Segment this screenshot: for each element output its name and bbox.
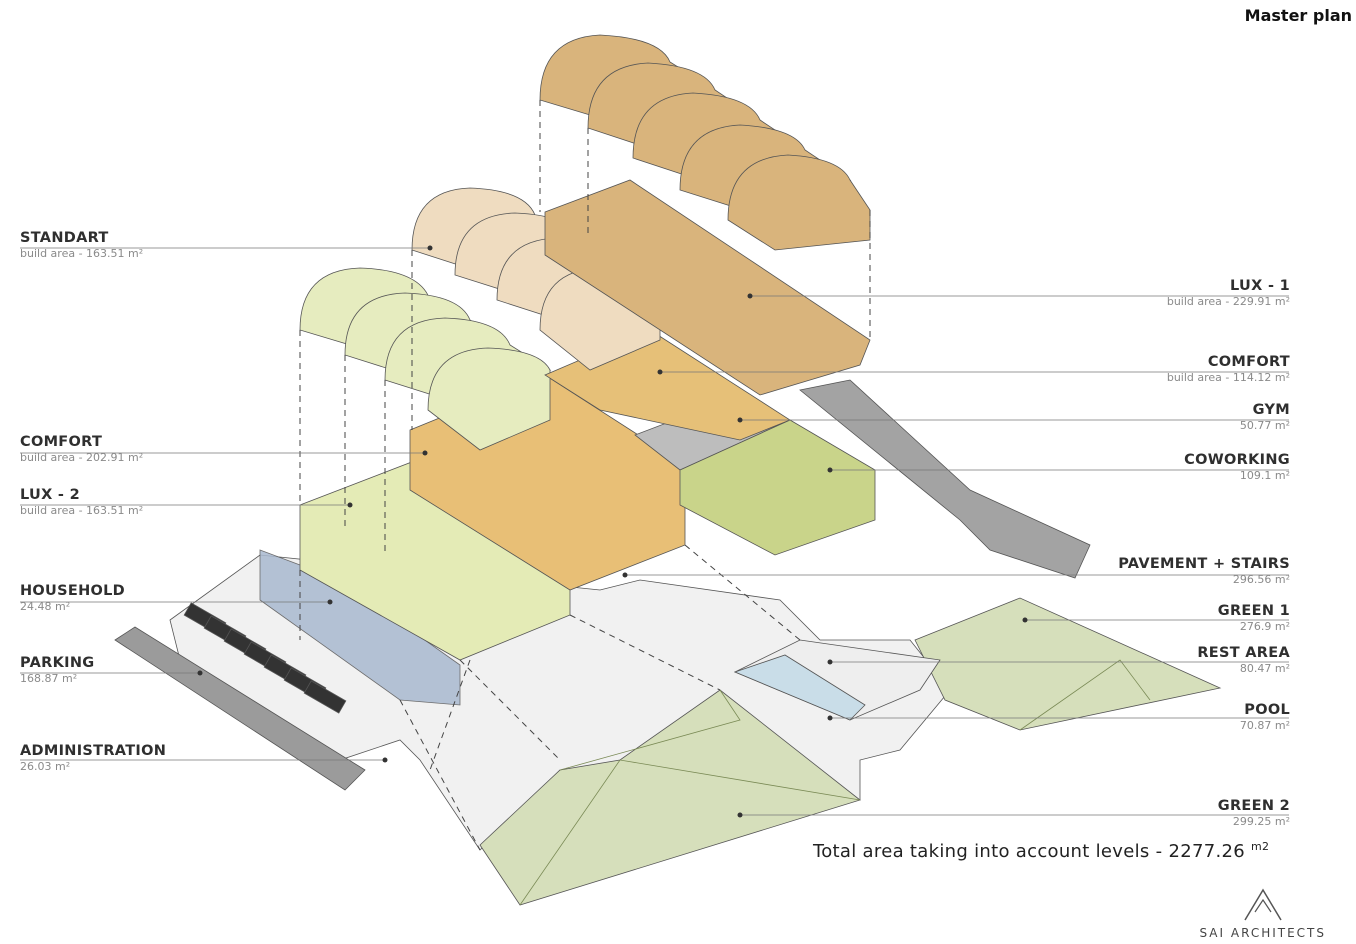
label-comfort-left: COMFORT build area - 202.91 m² — [20, 434, 144, 464]
label-coworking: COWORKING 109.1 m² — [1184, 452, 1290, 482]
label-parking: PARKING 168.87 m² — [20, 655, 95, 685]
leader-lines — [20, 247, 1289, 816]
label-pavement-stairs: PAVEMENT + STAIRS 296.56 m² — [1118, 556, 1290, 586]
label-comfort-right: COMFORT build area - 114.12 m² — [1166, 354, 1290, 384]
company-logo: SAI ARCHITECTS — [1199, 886, 1326, 940]
label-green-2: GREEN 2 299.25 m² — [1217, 798, 1290, 828]
parking-cars — [183, 602, 347, 714]
logo-mark-icon — [1244, 888, 1282, 921]
label-standart: STANDART build area - 163.51 m² — [20, 230, 144, 260]
pavement-ramp — [799, 379, 1091, 579]
label-administration: ADMINISTRATION 26.03 m² — [20, 743, 167, 773]
label-lux-2: LUX - 2 build area - 163.51 m² — [20, 487, 144, 517]
label-green-1: GREEN 1 276.9 m² — [1217, 603, 1290, 633]
lux-1-block — [544, 179, 871, 396]
page-title: Master plan — [1244, 6, 1352, 25]
green-1-area — [914, 597, 1222, 731]
administration-slab — [114, 626, 366, 791]
label-rest-area: REST AREA 80.47 m² — [1197, 645, 1290, 675]
label-gym: GYM 50.77 m² — [1239, 402, 1290, 432]
label-household: HOUSEHOLD 24.48 m² — [20, 583, 126, 613]
label-pool: POOL 70.87 m² — [1239, 702, 1290, 732]
lux-1-vaults — [539, 34, 871, 251]
projection-lines — [299, 100, 871, 851]
standart-top-vaults — [299, 267, 552, 451]
label-lux-1: LUX - 1 build area - 229.91 m² — [1166, 278, 1290, 308]
pool-area — [733, 654, 866, 721]
leader-dots — [197, 245, 1028, 818]
total-area: Total area taking into account levels - … — [813, 840, 1270, 862]
